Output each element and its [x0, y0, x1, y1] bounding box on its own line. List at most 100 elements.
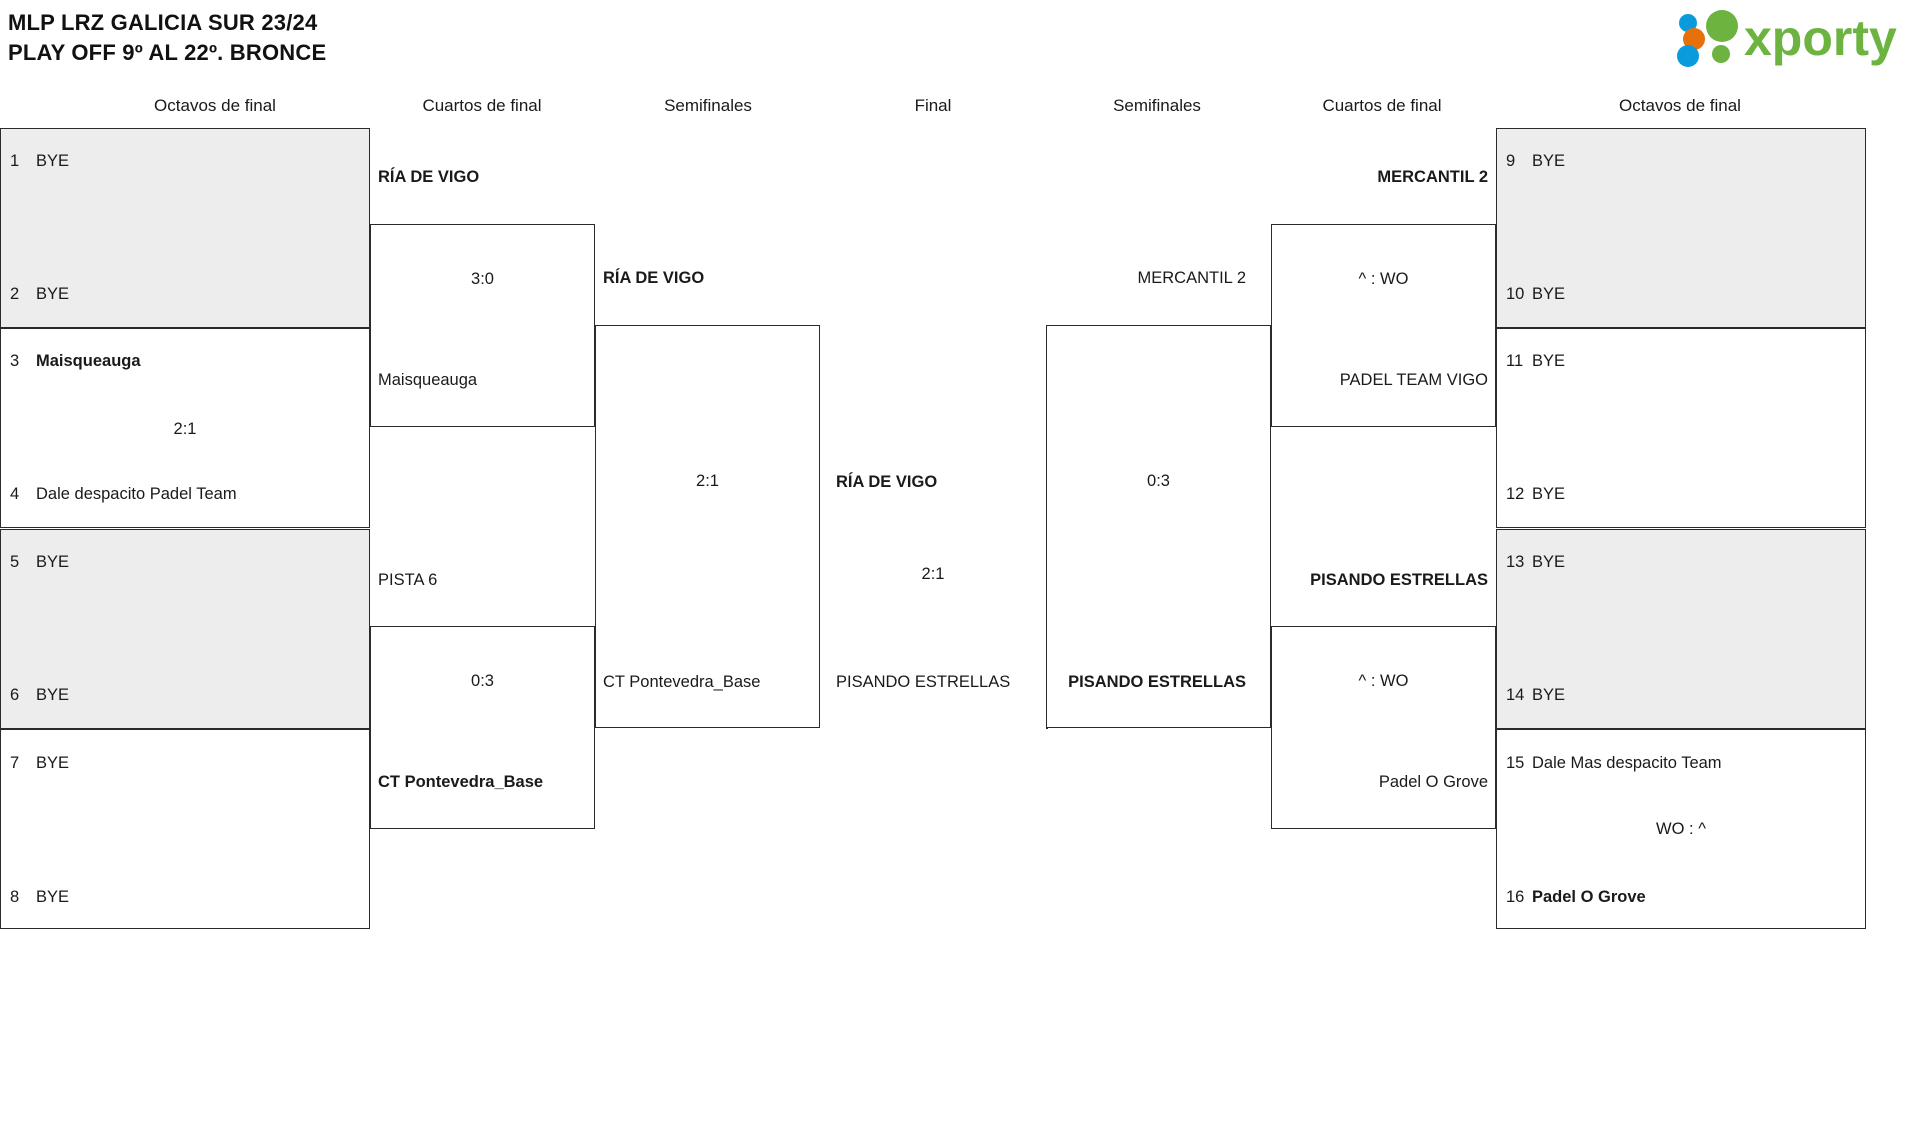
seed-name: BYE — [36, 285, 70, 303]
team-right-sf-top: MERCANTIL 2 — [1137, 269, 1247, 287]
match-box-right-r16-1[interactable] — [1496, 128, 1866, 328]
score-left-qf-1: 3:0 — [471, 270, 494, 288]
match-box-right-r16-3[interactable] — [1496, 529, 1866, 729]
seed-row-9[interactable]: 9 BYE — [1506, 152, 1565, 171]
logo-wordmark: xporty — [1744, 10, 1897, 66]
seed-number: 15 — [1506, 754, 1525, 772]
seed-number: 11 — [1506, 352, 1524, 370]
seed-name: Dale despacito Padel Team — [36, 485, 237, 503]
score-right-qf-2: ^ : WO — [1358, 672, 1409, 690]
seed-name: BYE — [1532, 152, 1566, 170]
seed-row-4[interactable]: 4 Dale despacito Padel Team — [10, 485, 237, 504]
seed-name: BYE — [36, 754, 70, 772]
seed-name: BYE — [1532, 285, 1566, 303]
seed-row-6[interactable]: 6 BYE — [10, 686, 69, 705]
team-left-sf-top: RÍA DE VIGO — [603, 269, 705, 287]
match-box-right-r16-4[interactable] — [1496, 729, 1866, 929]
seed-number: 10 — [1506, 285, 1525, 303]
seed-name: BYE — [1532, 485, 1566, 503]
logo-dot-green-large — [1706, 10, 1738, 42]
score-left-sf: 2:1 — [696, 472, 719, 490]
seed-name: Maisqueauga — [36, 352, 141, 370]
seed-number: 7 — [10, 754, 20, 772]
page-title: MLP LRZ GALICIA SUR 23/24 PLAY OFF 9º AL… — [8, 8, 326, 68]
team-left-qf-1-top: RÍA DE VIGO — [378, 168, 480, 186]
round-header-final: Final — [914, 96, 952, 115]
seed-number: 16 — [1506, 888, 1525, 906]
seed-row-14[interactable]: 14 BYE — [1506, 686, 1565, 705]
score-right-r16-4: WO : ^ — [1656, 820, 1706, 838]
seed-row-13[interactable]: 13 BYE — [1506, 553, 1565, 572]
score-final: 2:1 — [921, 565, 945, 583]
title-line-2: PLAY OFF 9º AL 22º. BRONCE — [8, 40, 327, 65]
round-header-left-r16: Octavos de final — [154, 96, 276, 115]
round-header-right-qf: Cuartos de final — [1322, 96, 1442, 115]
seed-number: 14 — [1506, 686, 1525, 704]
match-box-right-sf-1[interactable] — [1046, 325, 1271, 728]
seed-name: BYE — [1532, 352, 1566, 370]
team-left-qf-1-bottom: Maisqueauga — [378, 371, 478, 389]
seed-row-16[interactable]: 16 Padel O Grove — [1506, 888, 1646, 907]
team-right-qf-1-bottom: PADEL TEAM VIGO — [1339, 371, 1488, 389]
match-box-left-qf-2[interactable] — [370, 626, 595, 829]
seed-row-10[interactable]: 10 BYE — [1506, 285, 1565, 304]
seed-row-7[interactable]: 7 BYE — [10, 754, 69, 773]
seed-row-2[interactable]: 2 BYE — [10, 285, 69, 304]
seed-number: 4 — [10, 485, 20, 503]
seed-number: 8 — [10, 888, 20, 906]
seed-row-1[interactable]: 1 BYE — [10, 152, 69, 171]
logo-dot-orange — [1683, 28, 1705, 50]
seed-row-3[interactable]: 3 Maisqueauga — [10, 352, 141, 371]
seed-number: 13 — [1506, 553, 1525, 571]
team-final-top: RÍA DE VIGO — [836, 473, 938, 491]
match-box-right-qf-1[interactable] — [1271, 224, 1496, 427]
score-right-qf-1: ^ : WO — [1358, 270, 1409, 288]
score-left-r16-2: 2:1 — [173, 420, 197, 438]
xporty-logo[interactable]: xporty — [1670, 6, 1906, 68]
seed-row-8[interactable]: 8 BYE — [10, 888, 69, 907]
match-box-left-qf-1[interactable] — [370, 224, 595, 427]
seed-row-11[interactable]: 11 BYE — [1506, 352, 1565, 371]
logo-dot-blue-top — [1679, 14, 1697, 32]
seed-name: BYE — [36, 686, 70, 704]
seed-name: BYE — [36, 888, 70, 906]
round-header-right-r16: Octavos de final — [1619, 96, 1741, 115]
seed-number: 1 — [10, 152, 20, 170]
logo-dot-green-small — [1712, 45, 1730, 63]
match-box-left-sf-1[interactable] — [595, 325, 820, 728]
match-box-left-r16-3[interactable] — [0, 529, 370, 729]
logo-dot-blue-bottom — [1677, 45, 1699, 67]
team-right-qf-1-top: MERCANTIL 2 — [1377, 168, 1488, 186]
seed-number: 12 — [1506, 485, 1525, 503]
score-right-sf: 0:3 — [1147, 472, 1170, 490]
seed-number: 5 — [10, 553, 20, 571]
match-box-left-r16-2[interactable] — [0, 328, 370, 528]
team-final-bottom: PISANDO ESTRELLAS — [836, 673, 1011, 691]
seed-name: Padel O Grove — [1532, 888, 1646, 906]
team-right-sf-bottom: PISANDO ESTRELLAS — [1068, 673, 1246, 691]
seed-name: BYE — [1532, 553, 1566, 571]
team-left-qf-2-top: PISTA 6 — [378, 571, 438, 589]
title-line-1: MLP LRZ GALICIA SUR 23/24 — [8, 10, 318, 35]
seed-row-5[interactable]: 5 BYE — [10, 553, 69, 572]
round-header-right-sf: Semifinales — [1113, 96, 1201, 115]
team-right-qf-2-top: PISANDO ESTRELLAS — [1310, 571, 1488, 589]
match-box-left-r16-1[interactable] — [0, 128, 370, 328]
team-left-sf-bottom: CT Pontevedra_Base — [603, 673, 761, 691]
match-box-right-r16-2[interactable] — [1496, 328, 1866, 528]
team-right-qf-2-bottom: Padel O Grove — [1378, 773, 1488, 791]
seed-name: Dale Mas despacito Team — [1532, 754, 1722, 772]
seed-number: 9 — [1506, 152, 1516, 170]
match-box-left-r16-4[interactable] — [0, 729, 370, 929]
round-header-left-sf: Semifinales — [664, 96, 752, 115]
seed-name: BYE — [1532, 686, 1566, 704]
seed-row-15[interactable]: 15 Dale Mas despacito Team — [1506, 754, 1722, 773]
seed-name: BYE — [36, 152, 70, 170]
match-box-right-qf-2[interactable] — [1271, 626, 1496, 829]
seed-row-12[interactable]: 12 BYE — [1506, 485, 1565, 504]
seed-number: 3 — [10, 352, 20, 370]
round-header-left-qf: Cuartos de final — [422, 96, 542, 115]
seed-name: BYE — [36, 553, 70, 571]
seed-number: 2 — [10, 285, 20, 303]
